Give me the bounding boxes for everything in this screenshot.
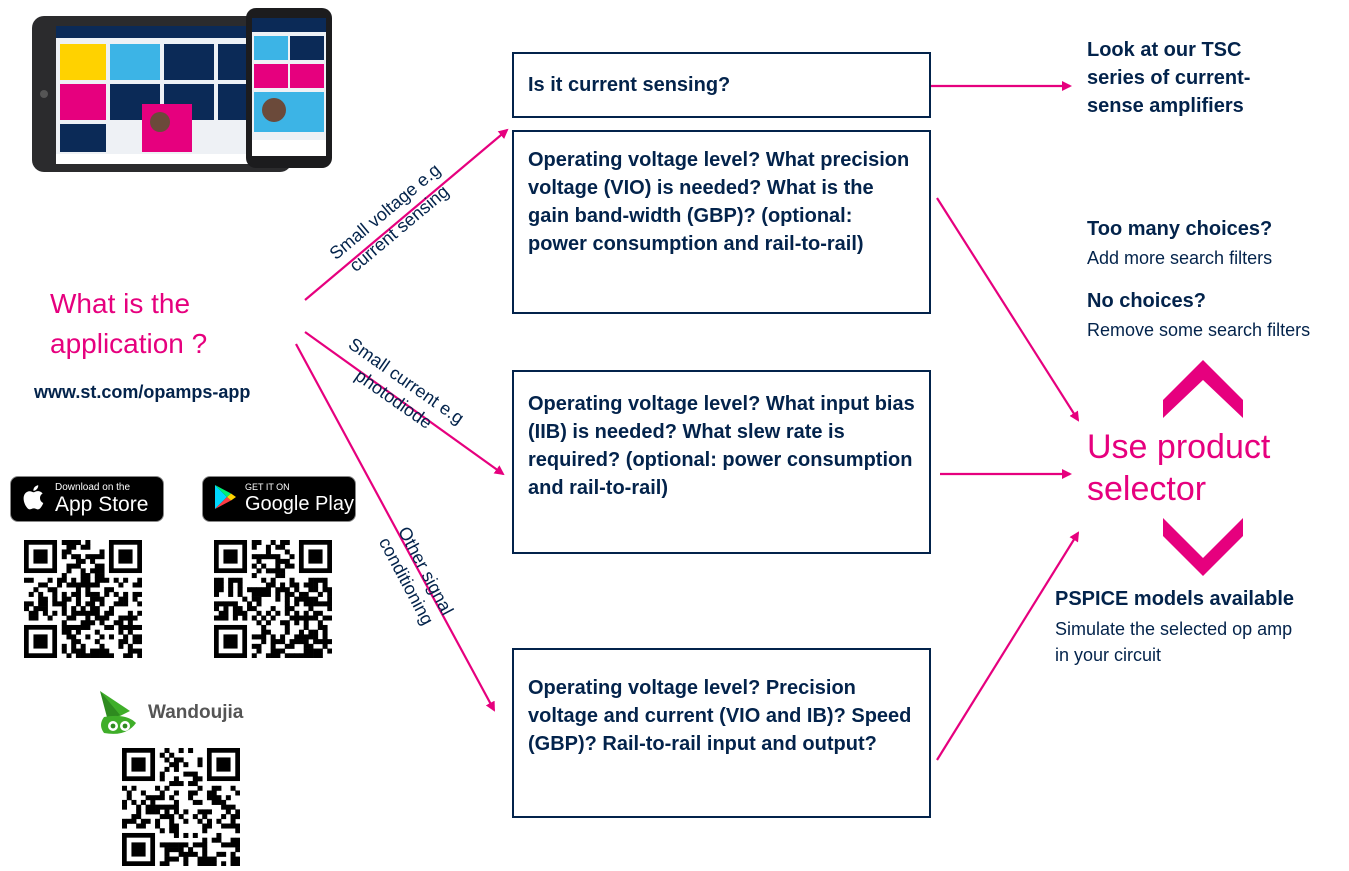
- chevron-down-icon: [1163, 518, 1243, 576]
- arrow-to-other: [295, 343, 495, 712]
- box-voltage: Operating voltage level? What precision …: [512, 130, 931, 314]
- qr-pattern: [24, 540, 143, 659]
- too-many-text: Add more search filters: [1087, 248, 1273, 268]
- arrow-voltage-to-selector: [936, 197, 1080, 422]
- qr-code-app-store[interactable]: [24, 540, 143, 659]
- product-selector-title[interactable]: Use product selector: [1087, 428, 1271, 508]
- no-choices-title: No choices?: [1087, 290, 1206, 312]
- application-question: What is the application ?: [50, 288, 208, 359]
- device-mockup: [28, 8, 350, 178]
- play-icon: [213, 484, 237, 515]
- app-store-badge[interactable]: Download on the App Store: [10, 476, 164, 522]
- google-play-badge[interactable]: GET IT ON Google Play: [202, 476, 356, 522]
- box-current-sensing: Is it current sensing?: [512, 52, 931, 118]
- box-current-text: Operating voltage level? What input bias…: [528, 393, 915, 499]
- box-other-text: Operating voltage level? Precision volta…: [528, 677, 912, 755]
- tablet-phone-image: [32, 8, 332, 172]
- arrow-to-current: [304, 331, 505, 476]
- google-play-big: Google Play: [245, 493, 354, 515]
- box-current: Operating voltage level? What input bias…: [512, 370, 931, 554]
- pspice-text: Simulate the selected op amp in your cir…: [1055, 619, 1293, 665]
- qr-pattern: [122, 748, 241, 867]
- arrow-other-to-selector: [936, 531, 1080, 761]
- apple-icon: [23, 483, 47, 516]
- no-choices-text: Remove some search filters: [1087, 320, 1311, 340]
- app-store-small: Download on the: [55, 482, 131, 493]
- qr-code-wandoujia[interactable]: [122, 748, 241, 867]
- pspice-title: PSPICE models available: [1055, 588, 1294, 610]
- box-other: Operating voltage level? Precision volta…: [512, 648, 931, 818]
- app-store-big: App Store: [55, 493, 149, 516]
- google-play-small: GET IT ON: [245, 482, 290, 492]
- qr-code-google-play[interactable]: [214, 540, 333, 659]
- tsc-text: Look at our TSC series of current-sense …: [1087, 39, 1251, 117]
- box-current-sensing-text: Is it current sensing?: [528, 74, 731, 96]
- app-url: www.st.com/opamps-app: [34, 382, 251, 402]
- wandoujia-logo: Wandoujia: [96, 686, 266, 740]
- wandoujia-icon: [96, 687, 142, 739]
- chevron-up-icon: [1163, 360, 1243, 418]
- wandoujia-label: Wandoujia: [148, 702, 244, 723]
- qr-pattern: [214, 540, 333, 659]
- box-voltage-text: Operating voltage level? What precision …: [528, 149, 910, 255]
- too-many-title: Too many choices?: [1087, 218, 1273, 240]
- arrow-to-voltage: [304, 128, 509, 301]
